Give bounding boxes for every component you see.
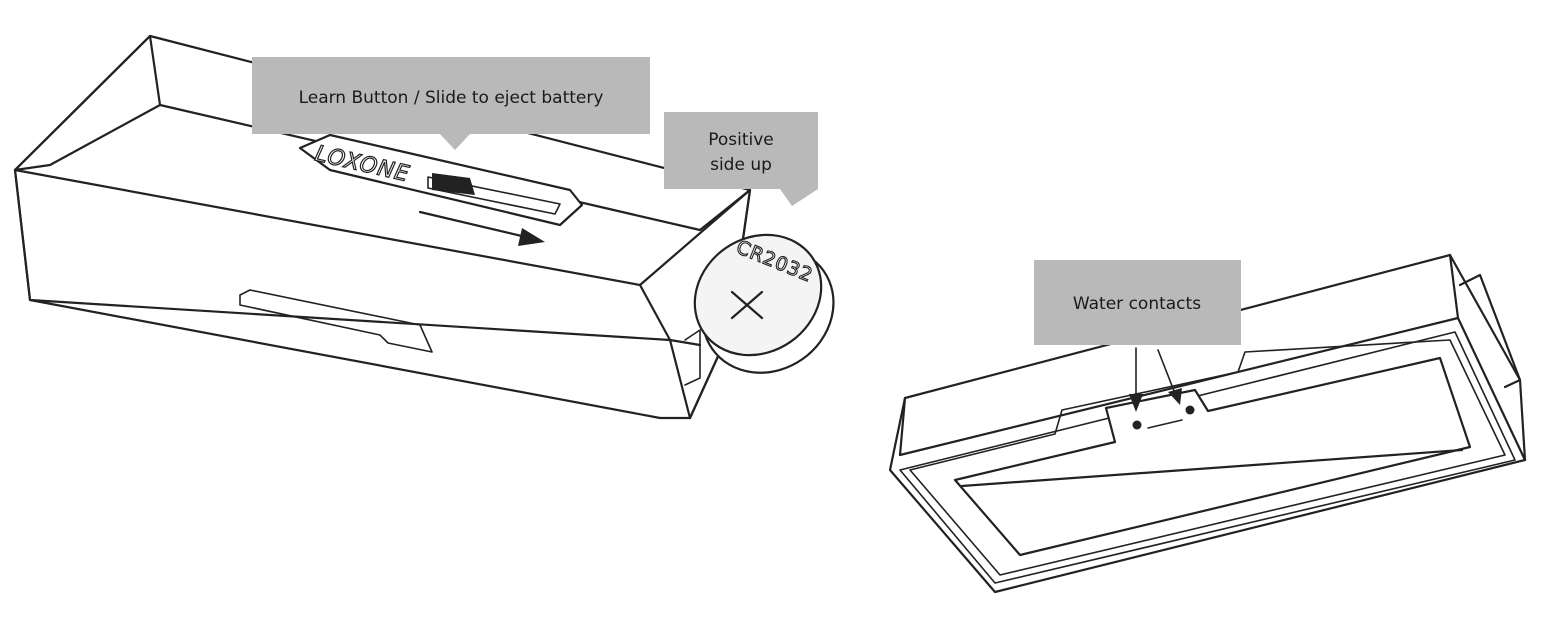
callout-learn-button: Learn Button / Slide to eject battery bbox=[252, 57, 650, 150]
sensor-side-right bbox=[1456, 273, 1527, 462]
contact-bridge bbox=[1147, 419, 1183, 429]
bottom-rim-inner bbox=[909, 339, 1506, 576]
sensor-bottom-tab bbox=[239, 289, 433, 353]
callout-positive-line2: side up bbox=[710, 155, 772, 175]
callout-learn-button-label: Learn Button / Slide to eject battery bbox=[299, 88, 604, 108]
callout-positive-line1: Positive bbox=[708, 130, 774, 150]
plus-sign-icon bbox=[730, 290, 764, 320]
bottom-recess-inner-edge bbox=[960, 448, 1464, 488]
sensor-bottom-view bbox=[888, 253, 1527, 594]
bottom-rim-outer bbox=[899, 331, 1516, 584]
learn-button-slider bbox=[432, 173, 475, 195]
water-contact-left bbox=[1132, 420, 1142, 430]
callout-positive-side: Positive side up bbox=[664, 112, 818, 206]
slide-direction-arrow-icon bbox=[418, 210, 545, 246]
battery-slot bbox=[684, 329, 701, 386]
slider-track bbox=[427, 176, 561, 215]
sensor-top-view: LOXONE bbox=[13, 34, 752, 420]
coin-battery: CR2032 bbox=[693, 233, 835, 374]
bottom-recess-panel bbox=[953, 356, 1472, 557]
water-contact-right bbox=[1185, 405, 1195, 415]
sensor-back-edge bbox=[898, 253, 1460, 457]
water-contact-arrows-icon bbox=[1129, 347, 1182, 412]
callout-water-contacts: Water contacts bbox=[1034, 260, 1241, 345]
sensor-front-edge bbox=[13, 168, 672, 342]
callout-water-contacts-label: Water contacts bbox=[1073, 294, 1201, 314]
